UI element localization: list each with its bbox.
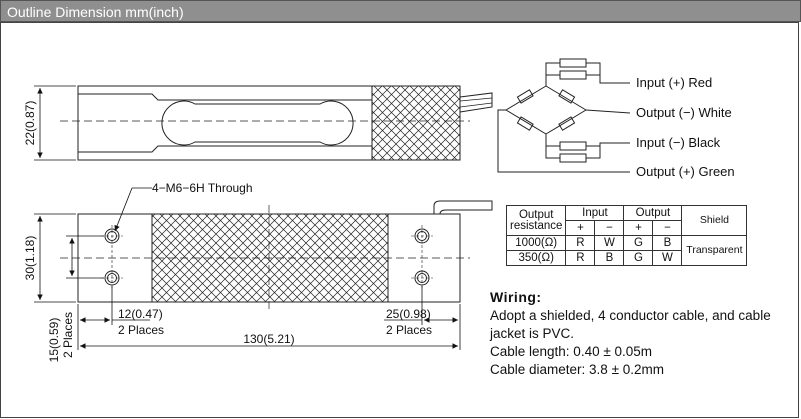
table-sub-minus: − <box>652 220 683 236</box>
table-header-input: Input <box>565 205 625 221</box>
dim-height-bottom <box>34 213 76 303</box>
top-inner-lower <box>78 145 373 160</box>
dim-left-offset <box>66 235 104 279</box>
front-view <box>60 200 493 312</box>
top-strain-gauge-area <box>371 85 461 161</box>
table-row: 1000(Ω) R W G B Transparent <box>505 235 748 266</box>
bridge-resistor-1 <box>516 89 534 104</box>
wiring-line-2: jacket is PVC. <box>490 326 575 341</box>
dim-hole-offset-right <box>384 286 461 350</box>
table-row: 350(Ω) R B G W <box>505 250 747 266</box>
table-sub-minus: − <box>594 220 625 236</box>
bridge-label-input-pos: Input (+) Red <box>636 75 712 90</box>
label-hole-offset-right-places: 2 Places <box>386 323 432 337</box>
drawing-border <box>0 22 799 418</box>
label-hole-offset-left: 12(0.47) <box>118 307 163 321</box>
dim-hole-offset-left <box>77 286 150 350</box>
top-inner-upper <box>78 86 373 101</box>
table-header-shield: Shield <box>681 205 748 236</box>
label-left-places: 2 Places <box>61 312 75 358</box>
label-through-hole: 4−M6−6H Through <box>152 181 253 195</box>
bridge-label-output-pos: Output (+) Green <box>636 164 735 179</box>
wiring-title: Wiring: <box>490 289 542 305</box>
section-header: Outline Dimension mm(inch) <box>0 0 801 22</box>
table-sub-plus: + <box>565 220 596 236</box>
top-view <box>60 85 493 161</box>
wiring-line-3: Cable length: 0.40 ± 0.05m <box>490 344 653 359</box>
wiring-line-4: Cable diameter: 3.8 ± 0.2mm <box>490 362 664 377</box>
bridge-resistor-2 <box>558 89 576 104</box>
label-height-top: 22(0.87) <box>23 101 37 146</box>
table-sub-plus: + <box>623 220 654 236</box>
dim-height-top <box>34 85 76 161</box>
top-cable <box>459 92 493 113</box>
label-left-offset: 15(0.59) <box>47 318 61 363</box>
wiring-line-1: Adopt a shielded, 4 conductor cable, and… <box>490 308 771 323</box>
front-cable <box>433 200 493 215</box>
wiring-notes: Wiring: Adopt a shielded, 4 conductor ca… <box>490 288 795 379</box>
label-total-length: 130(5.21) <box>243 332 294 346</box>
label-height-bottom: 30(1.18) <box>23 236 37 281</box>
bridge-label-input-neg: Input (−) Black <box>636 135 721 150</box>
table-shield-value: Transparent <box>681 235 748 266</box>
top-slot <box>161 100 354 146</box>
bridge-label-output-neg: Output (−) White <box>636 105 732 120</box>
table-header-output: Output <box>623 205 683 221</box>
bridge-resistor-4 <box>516 116 534 131</box>
bridge-resistor-3 <box>558 116 576 131</box>
bridge-diagram <box>497 58 631 173</box>
label-hole-offset-right: 25(0.98) <box>386 307 431 321</box>
label-hole-offset-left-places: 2 Places <box>118 323 164 337</box>
